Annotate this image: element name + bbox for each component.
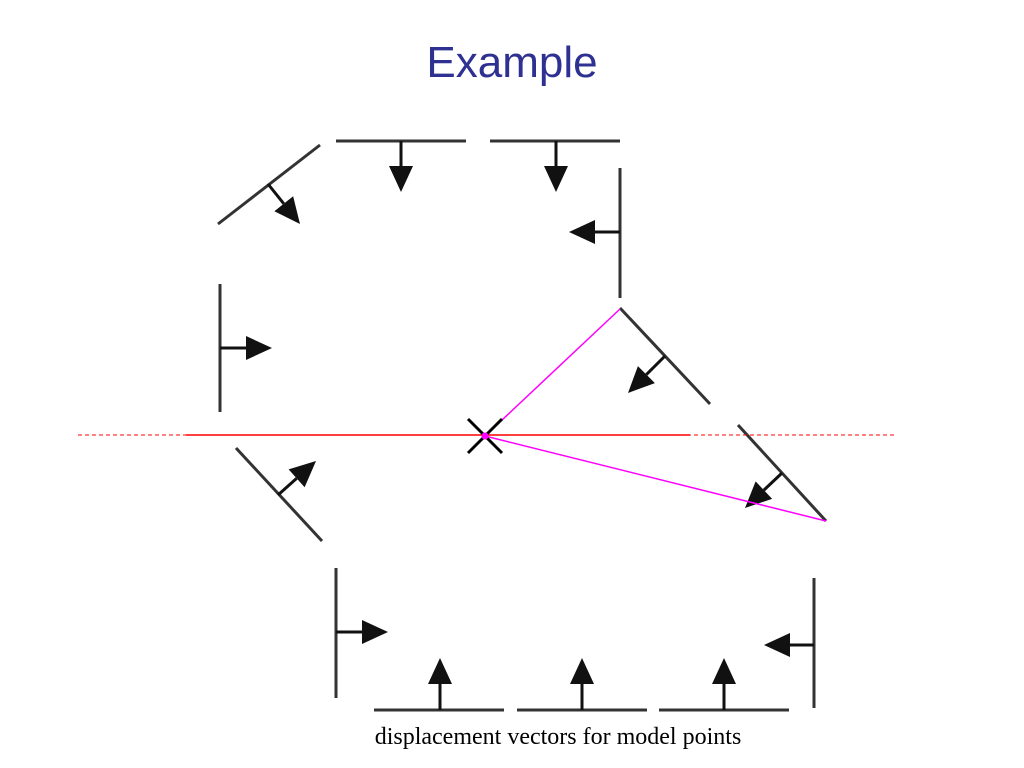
slide-title: Example — [426, 38, 598, 87]
displacement-arrowhead-icon — [246, 336, 272, 360]
edge-right-upper-vertical — [569, 168, 622, 298]
edge-right-lower-diagonal — [736, 423, 828, 523]
projection-rays — [484, 308, 827, 522]
displacement-arrowhead-icon — [628, 366, 655, 393]
displacement-arrowhead-icon — [570, 658, 594, 684]
edge-top-2 — [490, 139, 620, 192]
edge-bottom-1 — [374, 658, 504, 712]
reference-point-dot — [481, 432, 489, 440]
edge-left-lower-diagonal — [234, 446, 324, 543]
edge-bottom-3 — [659, 658, 789, 712]
edge-top-left-diagonal — [217, 143, 321, 226]
edge-top-1 — [336, 139, 466, 192]
edge-segments — [217, 139, 828, 712]
displacement-arrowhead-icon — [764, 633, 790, 657]
displacement-shaft — [645, 354, 667, 376]
edge-bottom-right-vertical — [764, 578, 816, 708]
reference-point-marker — [466, 417, 504, 455]
displacement-arrowhead-icon — [389, 166, 413, 192]
displacement-arrowhead-icon — [288, 461, 316, 488]
edge-bottom-2 — [517, 658, 647, 712]
displacement-shaft — [266, 183, 285, 205]
edge-right-upper-diagonal — [618, 306, 712, 406]
edge-left-vertical — [218, 284, 272, 412]
displacement-arrowhead-icon — [274, 196, 300, 224]
displacement-arrowhead-icon — [362, 620, 388, 644]
displacement-arrowhead-icon — [544, 166, 568, 192]
displacement-shaft — [762, 471, 784, 492]
ray-lower — [484, 435, 827, 522]
ray-upper — [484, 308, 621, 437]
displacement-arrowhead-icon — [569, 220, 595, 244]
displacement-arrowhead-icon — [428, 658, 452, 684]
displacement-arrowhead-icon — [712, 658, 736, 684]
edge-bottom-left-vertical — [334, 568, 388, 698]
figure-caption: displacement vectors for model points — [374, 724, 742, 750]
displacement-arrowhead-icon — [745, 481, 773, 508]
displacement-shaft — [276, 477, 298, 497]
